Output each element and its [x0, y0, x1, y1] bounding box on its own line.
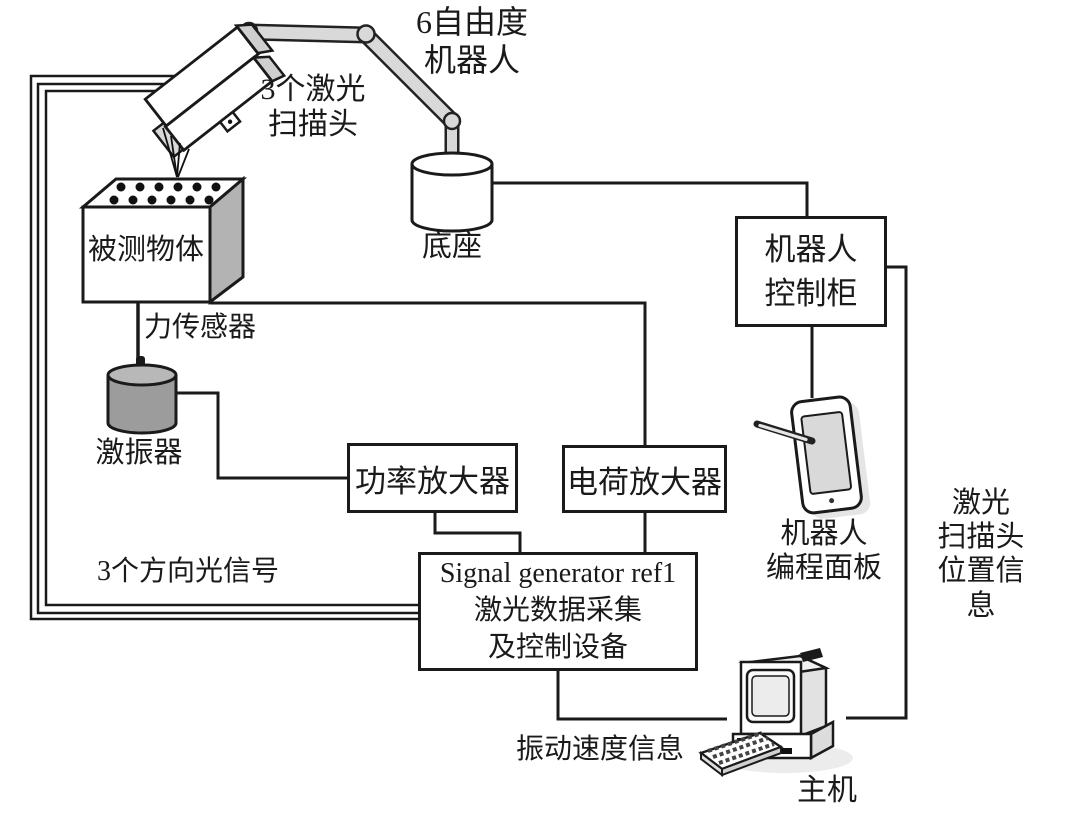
power-amplifier-box: 功率放大器 — [347, 443, 518, 513]
wire-exciter-to-power-amp — [177, 391, 347, 480]
label-light-signals: 3个方向光信号 — [96, 556, 280, 587]
wire-object-to-charge-amp — [210, 301, 647, 445]
robot-cabinet-box: 机器人 控制柜 — [735, 216, 887, 327]
label-base: 底座 — [422, 230, 482, 263]
wire-power-amp-to-signal-gen — [433, 513, 522, 552]
measured-object-icon — [78, 175, 248, 306]
programming-panel-icon — [753, 395, 871, 519]
measurement-dots — [109, 182, 221, 205]
exciter-icon — [106, 356, 178, 435]
label-measured-object: 被测物体 — [87, 234, 205, 266]
label-host: 主机 — [797, 774, 857, 807]
label-robot-6dof: 6自由度 机器人 — [415, 4, 529, 78]
arm-elbow-joint — [356, 24, 376, 44]
keyboard-icon — [698, 731, 784, 778]
light-signal-lines — [29, 74, 418, 621]
laser-beams — [162, 127, 190, 178]
label-exciter: 激振器 — [95, 437, 183, 469]
light-signal-line-2 — [36, 82, 418, 615]
wire-signal-gen-to-host — [556, 671, 727, 721]
laser-scanner-head-icon — [143, 23, 287, 178]
wire-cabinet-to-host — [846, 265, 908, 720]
label-laser-position-info: 激光 扫描头 位置信息 — [937, 487, 1025, 622]
signal-generator-box: Signal generator ref1 激光数据采集 及控制设备 — [418, 552, 698, 671]
label-vibration-info: 振动速度信息 — [515, 734, 685, 765]
light-signal-line-1 — [29, 74, 418, 621]
arm-wrist-joint — [442, 111, 462, 131]
label-laser-heads: 3个激光 扫描头 — [260, 73, 366, 142]
label-programming-panel: 机器人 编程面板 — [765, 518, 883, 585]
label-force-sensor: 力传感器 — [144, 312, 257, 343]
wire-base-to-cabinet — [492, 181, 809, 216]
charge-amplifier-box: 电荷放大器 — [562, 445, 727, 513]
light-signal-line-3 — [44, 89, 418, 607]
host-computer-icon — [698, 648, 853, 778]
base-cylinder-icon — [410, 151, 494, 233]
